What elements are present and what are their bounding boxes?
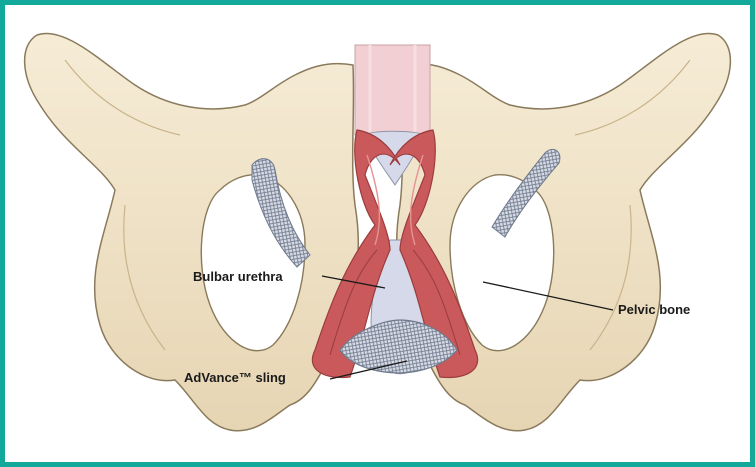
label-pelvic-bone: Pelvic bone [618, 302, 690, 317]
label-advance-sling: AdVance™ sling [184, 370, 286, 385]
pelvis-illustration: Bulbar urethra Pelvic bone AdVance™ slin… [5, 5, 750, 462]
label-bulbar-urethra: Bulbar urethra [193, 269, 283, 284]
